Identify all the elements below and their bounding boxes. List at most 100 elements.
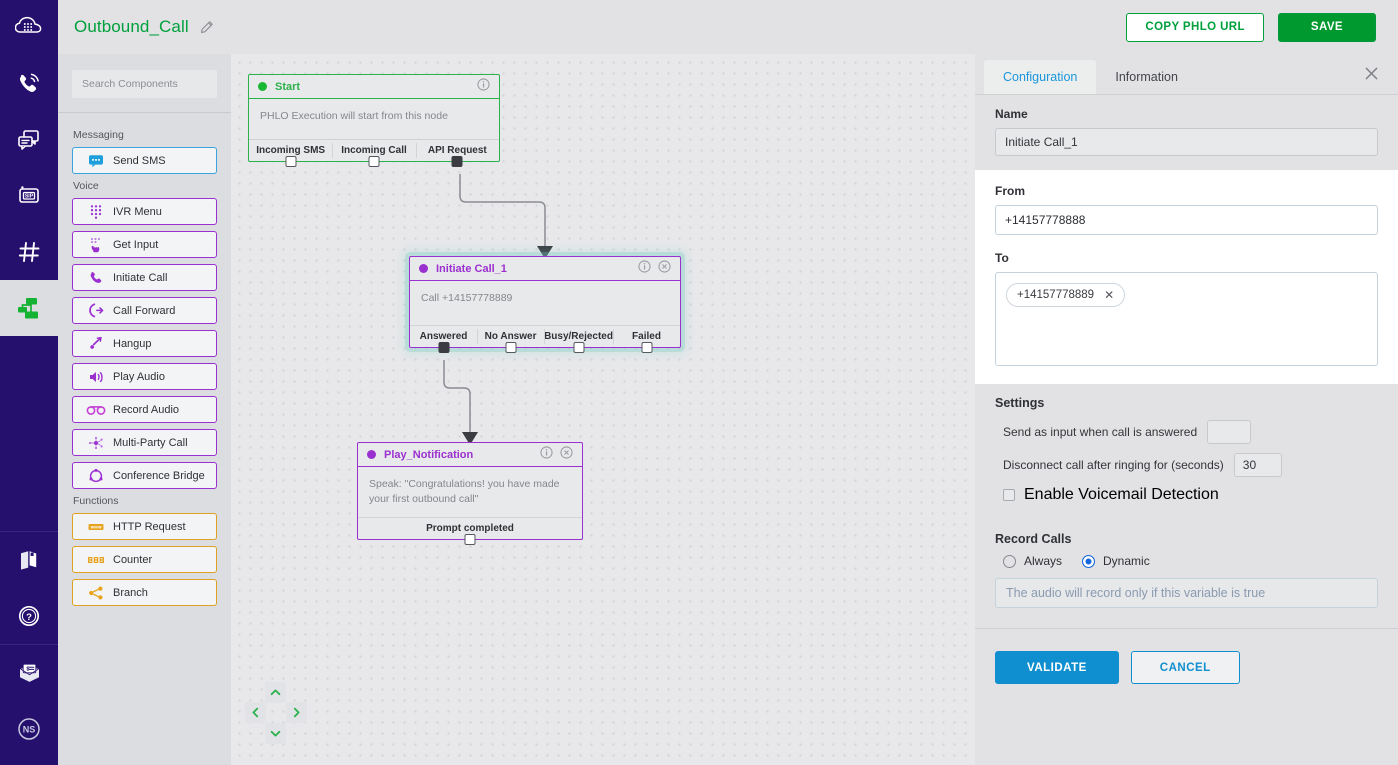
copy-phlo-url-button[interactable]: COPY PHLO URL bbox=[1126, 12, 1264, 42]
component-label: Branch bbox=[113, 586, 148, 599]
port-prompt-completed[interactable]: Prompt completed bbox=[358, 518, 582, 545]
name-section: Name bbox=[975, 95, 1398, 170]
chip-remove-icon[interactable]: ✕ bbox=[1104, 288, 1115, 302]
port-label: Failed bbox=[632, 331, 661, 342]
component-conference-bridge[interactable]: Conference Bridge bbox=[72, 462, 217, 489]
chevron-left-icon[interactable] bbox=[245, 702, 266, 723]
close-icon[interactable] bbox=[560, 445, 573, 464]
to-chip-input[interactable]: +14157778889 ✕ bbox=[995, 272, 1378, 366]
phone-signal-icon[interactable] bbox=[0, 56, 58, 112]
validate-button[interactable]: VALIDATE bbox=[995, 651, 1119, 684]
chevron-down-icon[interactable] bbox=[265, 723, 286, 744]
billing-envelope-icon[interactable]: $ bbox=[0, 645, 58, 701]
component-play-audio[interactable]: Play Audio bbox=[72, 363, 217, 390]
port-handle[interactable] bbox=[438, 342, 450, 353]
phone-chip[interactable]: +14157778889 ✕ bbox=[1006, 283, 1126, 307]
flow-canvas[interactable]: Start PHLO Execution will start from thi… bbox=[231, 54, 975, 765]
component-multi-party-call[interactable]: Multi-Party Call bbox=[72, 429, 217, 456]
tab-information[interactable]: Information bbox=[1115, 70, 1178, 84]
sip-icon[interactable]: SIP bbox=[0, 168, 58, 224]
component-label: Get Input bbox=[113, 238, 159, 251]
info-icon[interactable] bbox=[540, 445, 553, 464]
counter-icon bbox=[79, 554, 113, 566]
node-start[interactable]: Start PHLO Execution will start from thi… bbox=[248, 74, 500, 167]
port-handle[interactable] bbox=[573, 342, 585, 353]
node-status-dot bbox=[258, 82, 267, 91]
component-get-input[interactable]: Get Input bbox=[72, 231, 217, 258]
voicemail-label: Enable Voicemail Detection bbox=[1024, 486, 1219, 503]
from-input[interactable] bbox=[995, 205, 1378, 235]
node-description: Speak: "Congratulations! you have made y… bbox=[369, 478, 560, 505]
port-no-answer[interactable]: No Answer bbox=[477, 326, 544, 353]
send-as-input-field[interactable] bbox=[1207, 420, 1252, 444]
search-input[interactable] bbox=[72, 70, 217, 98]
help-question-icon[interactable]: ? bbox=[0, 588, 58, 644]
port-api-request[interactable]: API Request bbox=[415, 140, 499, 167]
port-incoming-sms[interactable]: Incoming SMS bbox=[249, 140, 332, 167]
close-icon[interactable] bbox=[658, 259, 671, 278]
multi-party-call-icon bbox=[79, 436, 113, 450]
component-label: Call Forward bbox=[113, 304, 176, 317]
port-label: Prompt completed bbox=[426, 523, 514, 534]
node-actions bbox=[638, 259, 671, 278]
port-handle[interactable] bbox=[464, 534, 476, 545]
search-wrapper bbox=[58, 54, 231, 112]
from-label: From bbox=[995, 184, 1025, 198]
svg-text:SIP: SIP bbox=[25, 194, 34, 200]
disconnect-seconds-field[interactable] bbox=[1233, 453, 1282, 477]
component-label: HTTP Request bbox=[113, 520, 186, 533]
component-ivr-menu[interactable]: IVR Menu bbox=[72, 198, 217, 225]
component-record-audio[interactable]: Record Audio bbox=[72, 396, 217, 423]
component-send-sms[interactable]: Send SMS bbox=[72, 147, 217, 174]
port-failed[interactable]: Failed bbox=[612, 326, 680, 353]
record-calls-section: Record Calls Always Dynamic bbox=[975, 516, 1398, 628]
docs-book-icon[interactable] bbox=[0, 532, 58, 588]
phlo-flow-icon[interactable] bbox=[0, 280, 58, 336]
component-branch[interactable]: Branch bbox=[72, 579, 217, 606]
numbers-hash-icon[interactable] bbox=[0, 224, 58, 280]
from-to-section: From To +14157778889 ✕ bbox=[975, 170, 1398, 384]
chevron-right-icon[interactable] bbox=[286, 702, 307, 723]
rail-divider bbox=[0, 531, 58, 532]
messaging-icon[interactable] bbox=[0, 112, 58, 168]
chevron-up-icon[interactable] bbox=[265, 682, 286, 703]
port-incoming-call[interactable]: Incoming Call bbox=[332, 140, 415, 167]
pencil-icon[interactable] bbox=[199, 20, 214, 35]
radio-dynamic[interactable]: Dynamic bbox=[1082, 554, 1150, 568]
node-play-notification[interactable]: Play_Notification Speak: "Congratulation… bbox=[357, 442, 583, 545]
header-actions: COPY PHLO URL SAVE bbox=[1126, 12, 1376, 42]
info-icon[interactable] bbox=[477, 77, 490, 96]
account-avatar-icon[interactable]: NS bbox=[0, 701, 58, 757]
plivo-logo-icon[interactable] bbox=[0, 0, 58, 56]
port-label: No Answer bbox=[484, 331, 537, 342]
component-initiate-call[interactable]: Initiate Call bbox=[72, 264, 217, 291]
radio-label: Dynamic bbox=[1103, 554, 1150, 568]
palette-group-voice-title: Voice bbox=[73, 180, 99, 192]
component-http-request[interactable]: WWW HTTP Request bbox=[72, 513, 217, 540]
port-handle[interactable] bbox=[451, 156, 463, 167]
name-input[interactable] bbox=[995, 128, 1378, 156]
cancel-button[interactable]: CANCEL bbox=[1130, 651, 1240, 684]
port-handle[interactable] bbox=[368, 156, 380, 167]
port-handle[interactable] bbox=[641, 342, 652, 353]
component-call-forward[interactable]: Call Forward bbox=[72, 297, 217, 324]
radio-always[interactable]: Always bbox=[1003, 554, 1062, 568]
node-initiate-call[interactable]: Initiate Call_1 Call +14157778889 Answer… bbox=[409, 256, 681, 353]
node-title: Initiate Call_1 bbox=[436, 262, 507, 275]
tab-configuration[interactable]: Configuration bbox=[984, 60, 1097, 94]
port-busy-rejected[interactable]: Busy/Rejected bbox=[544, 326, 613, 353]
component-counter[interactable]: Counter bbox=[72, 546, 217, 573]
port-label: Busy/Rejected bbox=[544, 331, 613, 342]
close-icon[interactable] bbox=[1365, 67, 1378, 85]
info-icon[interactable] bbox=[638, 259, 651, 278]
record-variable-input[interactable] bbox=[995, 578, 1378, 608]
node-title: Play_Notification bbox=[384, 448, 474, 461]
disconnect-label: Disconnect call after ringing for (secon… bbox=[1003, 458, 1224, 472]
save-button[interactable]: SAVE bbox=[1277, 12, 1376, 42]
components-palette: Messaging Send SMS Voice IVR Menu Get In… bbox=[58, 54, 231, 765]
voicemail-checkbox[interactable] bbox=[1003, 489, 1015, 501]
component-hangup[interactable]: Hangup bbox=[72, 330, 217, 357]
port-handle[interactable] bbox=[505, 342, 517, 353]
port-answered[interactable]: Answered bbox=[410, 326, 477, 353]
port-handle[interactable] bbox=[285, 156, 297, 167]
